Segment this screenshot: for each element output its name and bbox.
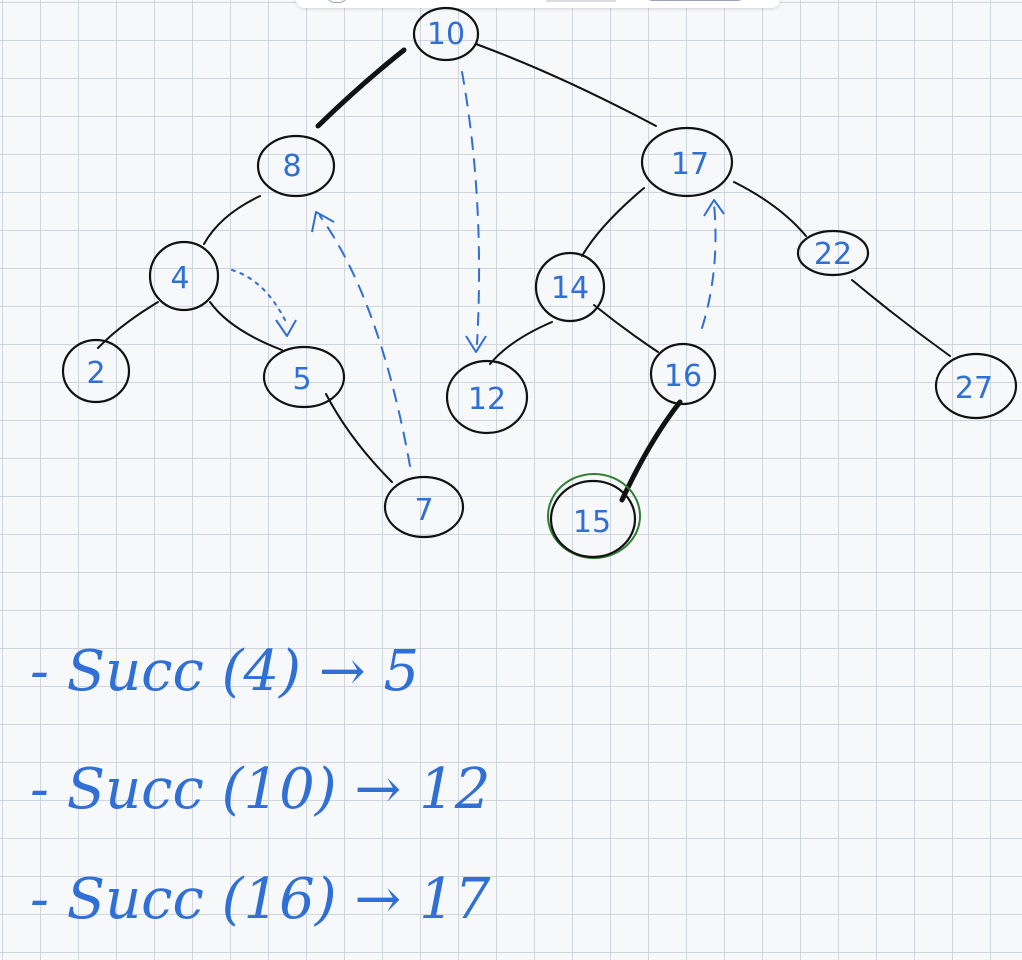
tree-edge <box>619 399 683 503</box>
toolbar-strip <box>296 0 780 8</box>
arrowhead-icon <box>311 211 335 233</box>
tree-node: 22 <box>796 229 870 277</box>
tree-node: 7 <box>383 475 465 539</box>
tree-edge <box>475 43 657 127</box>
node-label: 16 <box>664 359 702 394</box>
tree-node: 27 <box>934 352 1018 420</box>
node-label: 12 <box>468 382 506 417</box>
note-line: - Succ (16) → 17 <box>30 867 491 932</box>
tree-node: 16 <box>649 342 717 406</box>
tree-node: 2 <box>61 338 131 404</box>
tree-node: 10 <box>412 6 480 62</box>
tree-node: 14 <box>534 251 606 323</box>
bst-tree: 10 8 17 4 22 14 2 5 <box>61 6 1018 559</box>
successor-notes: - Succ (4) → 5 - Succ (10) → 12 - Succ (… <box>30 639 491 932</box>
node-label: 5 <box>292 362 311 397</box>
node-label: 27 <box>955 371 993 406</box>
tree-edges <box>97 43 951 503</box>
tree-edge <box>733 181 807 237</box>
tree-node: 12 <box>445 359 529 435</box>
node-label: 4 <box>170 261 189 296</box>
note-line: - Succ (10) → 12 <box>30 757 490 822</box>
arrowhead-icon <box>465 335 487 353</box>
tree-edge <box>851 279 951 357</box>
tree-edge <box>203 195 261 245</box>
node-label: 15 <box>573 505 611 540</box>
tree-edge <box>325 393 393 483</box>
successor-arrow <box>701 203 717 329</box>
tree-edge <box>593 304 659 353</box>
tree-node: 17 <box>640 126 734 198</box>
tree-edge <box>489 321 553 365</box>
tree-edge <box>209 301 283 351</box>
tree-node: 4 <box>148 240 220 312</box>
node-label: 2 <box>86 356 105 391</box>
tree-node: 5 <box>262 345 346 409</box>
successor-arrow <box>461 71 481 345</box>
tree-node: 8 <box>256 134 336 198</box>
node-label: 22 <box>814 237 852 272</box>
tree-edge <box>315 47 407 129</box>
arrowhead-icon <box>703 199 725 217</box>
tree-node-highlighted: 15 <box>547 473 641 559</box>
node-label: 10 <box>427 17 465 52</box>
node-label: 17 <box>671 147 709 182</box>
node-label: 14 <box>551 271 589 306</box>
node-label: 7 <box>414 493 433 528</box>
arrowhead-icon <box>275 319 297 337</box>
successor-arrow <box>231 269 287 323</box>
successor-arrow <box>319 215 411 467</box>
node-label: 8 <box>282 149 301 184</box>
tree-edge <box>581 187 645 257</box>
toolbar-tool[interactable] <box>546 0 616 2</box>
note-line: - Succ (4) → 5 <box>30 639 419 704</box>
tree-edge <box>97 301 159 349</box>
successor-arrows <box>231 71 725 467</box>
